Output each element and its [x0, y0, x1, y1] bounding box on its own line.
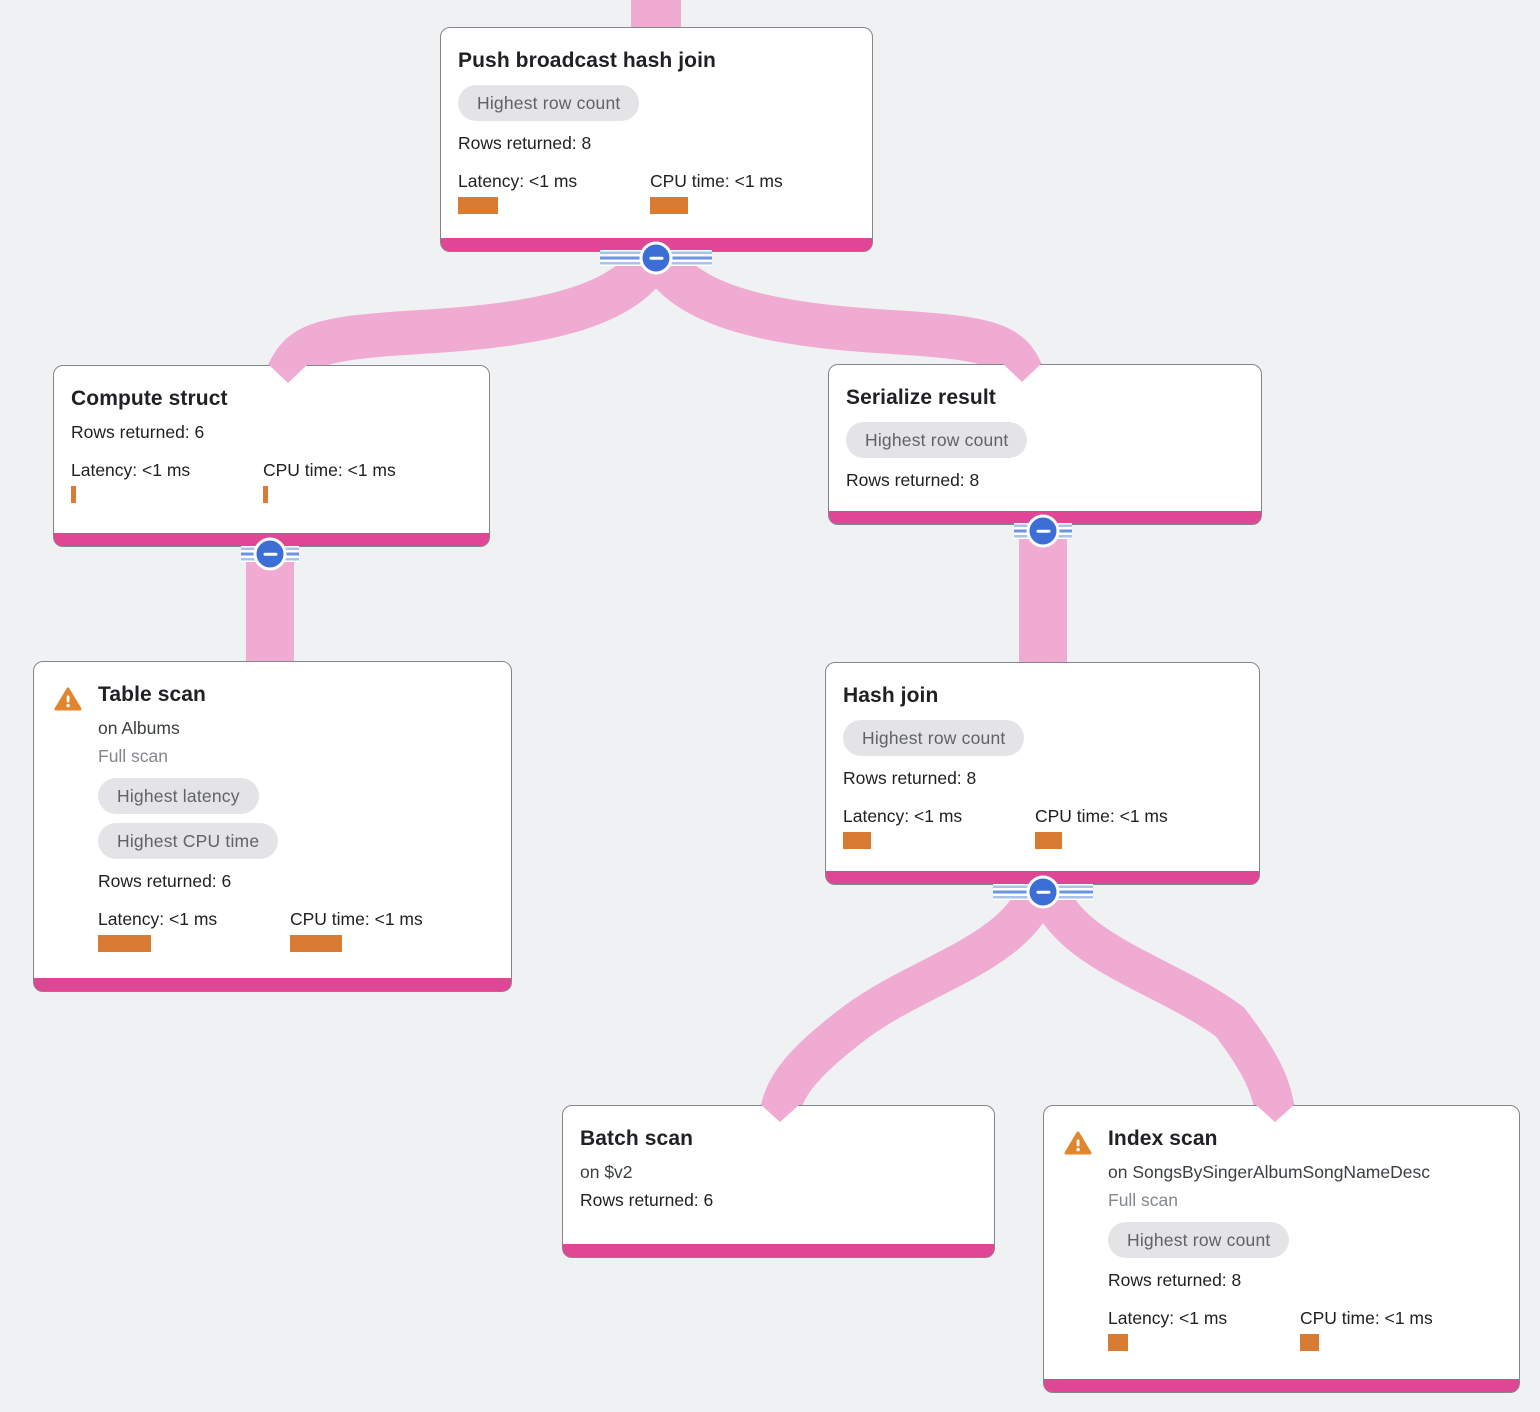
plan-node-batch-scan[interactable]: Batch scan on $v2 Rows returned: 6: [562, 1105, 995, 1258]
latency-bar: [71, 486, 76, 503]
latency-bar: [843, 832, 871, 849]
warning-icon: [1064, 1131, 1092, 1155]
node-title: Serialize result: [846, 386, 996, 409]
rows-returned: Rows returned: 6: [98, 871, 232, 891]
latency-label: Latency: <1 ms: [1108, 1308, 1228, 1328]
edge-push-to-serialize: [634, 237, 1043, 384]
scan-type: Full scan: [98, 746, 169, 766]
node-title: Compute struct: [71, 387, 228, 410]
cpu-time-label: CPU time: <1 ms: [263, 460, 396, 480]
rows-returned: Rows returned: 8: [843, 768, 977, 788]
node-footer-bar: [34, 978, 511, 991]
plan-node-push-broadcast-hash-join[interactable]: Push broadcast hash join Highest row cou…: [440, 27, 873, 252]
minus-icon: [263, 552, 277, 556]
latency-label: Latency: <1 ms: [843, 806, 963, 826]
cpu-time-bar: [290, 935, 342, 952]
collapse-button[interactable]: [253, 537, 287, 571]
collapse-junction-push: [600, 241, 712, 275]
scan-target: on $v2: [580, 1162, 633, 1182]
highest-latency-badge: Highest latency: [98, 778, 259, 814]
warning-icon: [54, 687, 82, 711]
collapse-junction-hash: [993, 875, 1093, 909]
node-title: Table scan: [98, 683, 206, 706]
cpu-time-bar: [1035, 832, 1062, 849]
latency-bar: [458, 197, 498, 214]
collapse-button[interactable]: [1026, 875, 1060, 909]
cpu-time-label: CPU time: <1 ms: [1300, 1308, 1433, 1328]
highest-cpu-time-badge: Highest CPU time: [98, 823, 279, 859]
latency-bar: [98, 935, 151, 952]
cpu-time-bar: [263, 486, 268, 503]
plan-node-compute-struct[interactable]: Compute struct Rows returned: 6 Latency:…: [53, 365, 490, 547]
node-title: Push broadcast hash join: [458, 49, 716, 72]
latency-label: Latency: <1 ms: [71, 460, 191, 480]
plan-node-index-scan[interactable]: Index scan on SongsBySingerAlbumSongName…: [1043, 1105, 1520, 1393]
node-footer-bar: [563, 1244, 994, 1257]
node-title: Batch scan: [580, 1127, 694, 1150]
node-footer-bar: [1044, 1379, 1519, 1392]
highest-row-count-badge: Highest row count: [843, 720, 1025, 756]
cpu-time-label: CPU time: <1 ms: [1035, 806, 1168, 826]
highest-row-count-badge: Highest row count: [846, 422, 1028, 458]
edge-push-to-compute: [268, 237, 678, 384]
minus-icon: [1036, 529, 1050, 533]
cpu-time-label: CPU time: <1 ms: [650, 171, 783, 191]
collapse-button[interactable]: [639, 241, 673, 275]
rows-returned: Rows returned: 8: [1108, 1270, 1242, 1290]
scan-target: on Albums: [98, 718, 180, 738]
edge-hash-to-batch: [760, 877, 1060, 1117]
plan-node-hash-join[interactable]: Hash join Highest row count Rows returne…: [825, 662, 1260, 885]
collapse-junction-compute: [241, 537, 299, 571]
rows-returned: Rows returned: 6: [71, 422, 205, 442]
latency-label: Latency: <1 ms: [98, 909, 218, 929]
minus-icon: [649, 256, 663, 260]
latency-bar: [1108, 1334, 1128, 1351]
highest-row-count-badge: Highest row count: [458, 85, 640, 121]
plan-node-serialize-result[interactable]: Serialize result Highest row count Rows …: [828, 364, 1262, 525]
cpu-time-bar: [650, 197, 688, 214]
rows-returned: Rows returned: 8: [458, 133, 592, 153]
highest-row-count-badge: Highest row count: [1108, 1222, 1290, 1258]
rows-returned: Rows returned: 8: [846, 470, 980, 490]
plan-node-table-scan[interactable]: Table scan on Albums Full scan Highest l…: [33, 661, 512, 992]
scan-type: Full scan: [1108, 1190, 1179, 1210]
node-title: Hash join: [843, 684, 939, 707]
scan-target: on SongsBySingerAlbumSongNameDesc: [1108, 1162, 1430, 1182]
collapse-junction-serialize: [1014, 514, 1072, 548]
collapse-button[interactable]: [1026, 514, 1060, 548]
cpu-time-bar: [1300, 1334, 1319, 1351]
latency-label: Latency: <1 ms: [458, 171, 578, 191]
node-title: Index scan: [1108, 1127, 1218, 1150]
edge-hash-to-index: [1026, 877, 1295, 1115]
minus-icon: [1036, 890, 1050, 894]
rows-returned: Rows returned: 6: [580, 1190, 714, 1210]
cpu-time-label: CPU time: <1 ms: [290, 909, 423, 929]
